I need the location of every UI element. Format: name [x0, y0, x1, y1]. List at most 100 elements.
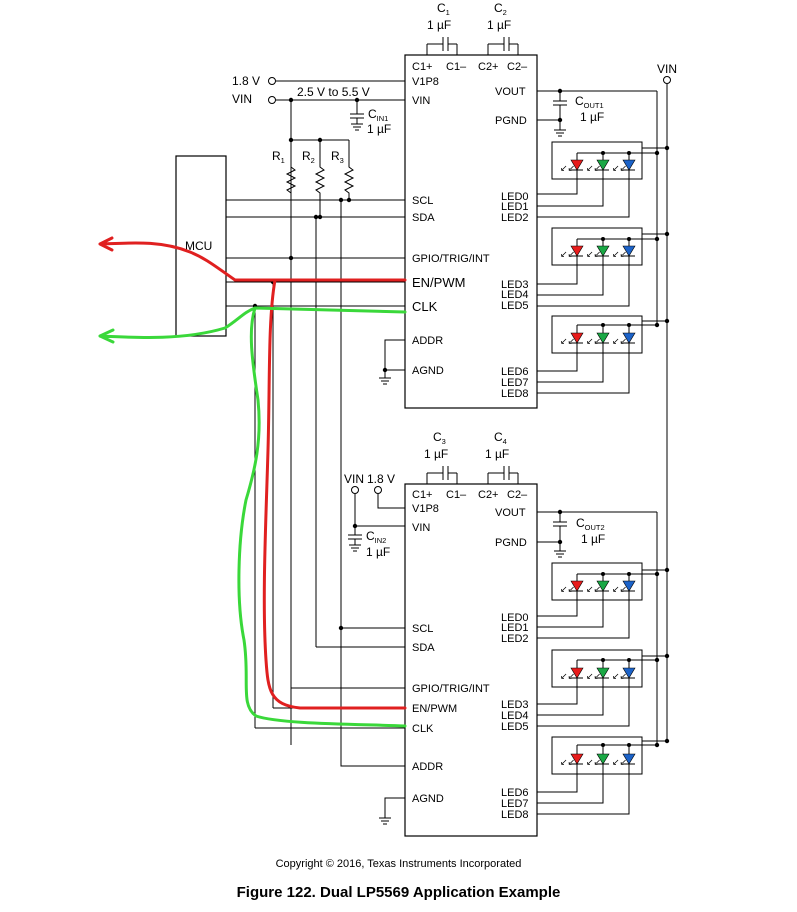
chip1-pin-sda: SDA — [412, 212, 435, 224]
figure-caption: Figure 122. Dual LP5569 Application Exam… — [236, 884, 561, 901]
led-blue-icon — [622, 159, 636, 171]
svg-text:↙↙: ↙↙ — [586, 163, 601, 173]
svg-text:↙↙: ↙↙ — [586, 336, 601, 346]
r1-label: R1 — [272, 149, 285, 165]
led-green-icon — [596, 159, 610, 171]
chip1-pin-vin: VIN — [412, 95, 430, 107]
mcu-label: MCU — [185, 239, 212, 253]
resistor-r3 — [343, 163, 355, 196]
chip2-pin-agnd: AGND — [412, 793, 444, 805]
chip2-vin-label: VIN — [344, 472, 364, 486]
led-group-chip2-1: ↙↙ ↙↙ ↙↙ — [537, 649, 660, 727]
svg-text:↙↙: ↙↙ — [612, 163, 627, 173]
chip1-pin-led4: LED4 — [501, 289, 529, 301]
vin-right-label: VIN — [657, 62, 677, 76]
svg-text:↙↙: ↙↙ — [560, 336, 575, 346]
chip2-pin-led8: LED8 — [501, 809, 529, 821]
svg-text:↙↙: ↙↙ — [612, 249, 627, 259]
chip1-pin-addr: ADDR — [412, 335, 443, 347]
chip2-pin-scl: SCL — [412, 623, 433, 635]
chip2-pin-led6: LED6 — [501, 787, 529, 799]
chip2-pin-vin: VIN — [412, 522, 430, 534]
svg-text:↙↙: ↙↙ — [612, 757, 627, 767]
svg-text:↙↙: ↙↙ — [612, 584, 627, 594]
led-blue-icon — [622, 580, 636, 592]
svg-text:↙↙: ↙↙ — [586, 757, 601, 767]
svg-text:↙↙: ↙↙ — [560, 249, 575, 259]
led-group-chip1-1: ↙↙↙↙↙↙ — [537, 227, 660, 307]
chip2-pin-vout: VOUT — [495, 507, 526, 519]
led-green-icon — [596, 753, 610, 765]
supply-1v8-label: 1.8 V — [232, 74, 260, 88]
svg-text:↙↙: ↙↙ — [560, 584, 575, 594]
chip1-pin-vout: VOUT — [495, 86, 526, 98]
led-blue-icon — [622, 667, 636, 679]
chip2-pin-led4: LED4 — [501, 710, 529, 722]
chip1-pin-led3: LED3 — [501, 279, 529, 291]
chip1-pin-led1: LED1 — [501, 201, 529, 213]
c3-value: 1 µF — [424, 447, 448, 461]
chip2-pin-led0: LED0 — [501, 612, 529, 624]
led-group-chip1-2: ↙↙↙↙↙↙ — [537, 315, 660, 394]
led-red-icon — [570, 159, 584, 171]
led-red-icon — [570, 245, 584, 257]
c4-value: 1 µF — [485, 447, 509, 461]
chip1-pin-led5: LED5 — [501, 300, 529, 312]
chip1-pin-clk: CLK — [412, 299, 438, 314]
c2-label: C2 — [494, 1, 507, 17]
r2-label: R2 — [302, 149, 315, 165]
cin2-label: CIN2 — [366, 529, 386, 545]
svg-text:↙↙: ↙↙ — [586, 671, 601, 681]
cin1-value: 1 µF — [367, 122, 391, 136]
supply-vin-terminal — [268, 96, 276, 104]
chip2-pin-c1p: C1+ — [412, 489, 433, 501]
led-green-icon — [596, 332, 610, 344]
led-group-chip1-0: ↙↙↙↙↙↙ — [537, 141, 660, 218]
green-annotation-arrow — [98, 306, 407, 728]
chip2-pin-sda: SDA — [412, 642, 435, 654]
chip1-pin-pgnd: PGND — [495, 115, 527, 127]
chip2-pin-gpio: GPIO/TRIG/INT — [412, 683, 490, 695]
chip2-pin-pgnd: PGND — [495, 537, 527, 549]
chip2-pin-en: EN/PWM — [412, 703, 457, 715]
vin-range-label: 2.5 V to 5.5 V — [297, 85, 370, 99]
cin2-value: 1 µF — [366, 545, 390, 559]
chip1-pin-v1p8: V1P8 — [412, 76, 439, 88]
led-blue-icon — [622, 332, 636, 344]
cout2-label: COUT2 — [576, 516, 605, 532]
chip1-pin-gpio: GPIO/TRIG/INT — [412, 253, 490, 265]
svg-text:↙↙: ↙↙ — [560, 671, 575, 681]
cout1-value: 1 µF — [580, 110, 604, 124]
led-group-chip2-2: ↙↙↙↙↙↙ — [537, 736, 660, 815]
chip1-pin-c1m: C1– — [446, 61, 467, 73]
chip1-body — [404, 54, 538, 409]
led-red-icon — [570, 667, 584, 679]
chip2-pin-led7: LED7 — [501, 798, 529, 810]
cin1-label: CIN1 — [368, 107, 388, 123]
chip2-pin-v1p8: V1P8 — [412, 503, 439, 515]
chip2-pin-led1: LED1 — [501, 622, 529, 634]
red-annotation-arrow — [98, 236, 407, 710]
chip2-pin-c2m: C2– — [507, 489, 528, 501]
led-blue-icon — [622, 753, 636, 765]
cout2-value: 1 µF — [581, 532, 605, 546]
c1-value: 1 µF — [427, 18, 451, 32]
chip1-pin-agnd: AGND — [412, 365, 444, 377]
chip1-pin-led6: LED6 — [501, 366, 529, 378]
mcu-block — [175, 155, 227, 337]
chip1-pin-led0: LED0 — [501, 191, 529, 203]
c4-label: C4 — [494, 430, 507, 446]
chip1-pin-c1p: C1+ — [412, 61, 433, 73]
chip2-pin-c1m: C1– — [446, 489, 467, 501]
chip2-pin-c2p: C2+ — [478, 489, 499, 501]
svg-text:↙↙: ↙↙ — [586, 584, 601, 594]
chip1-pin-led8: LED8 — [501, 388, 529, 400]
led-red-icon — [570, 753, 584, 765]
copyright-text: Copyright © 2016, Texas Instruments Inco… — [275, 858, 522, 870]
chip1-pin-scl: SCL — [412, 195, 433, 207]
svg-text:↙↙: ↙↙ — [612, 671, 627, 681]
resistor-r2 — [314, 163, 326, 196]
c3-label: C3 — [433, 430, 446, 446]
led-green-icon — [596, 580, 610, 592]
chip2-pin-led5: LED5 — [501, 721, 529, 733]
